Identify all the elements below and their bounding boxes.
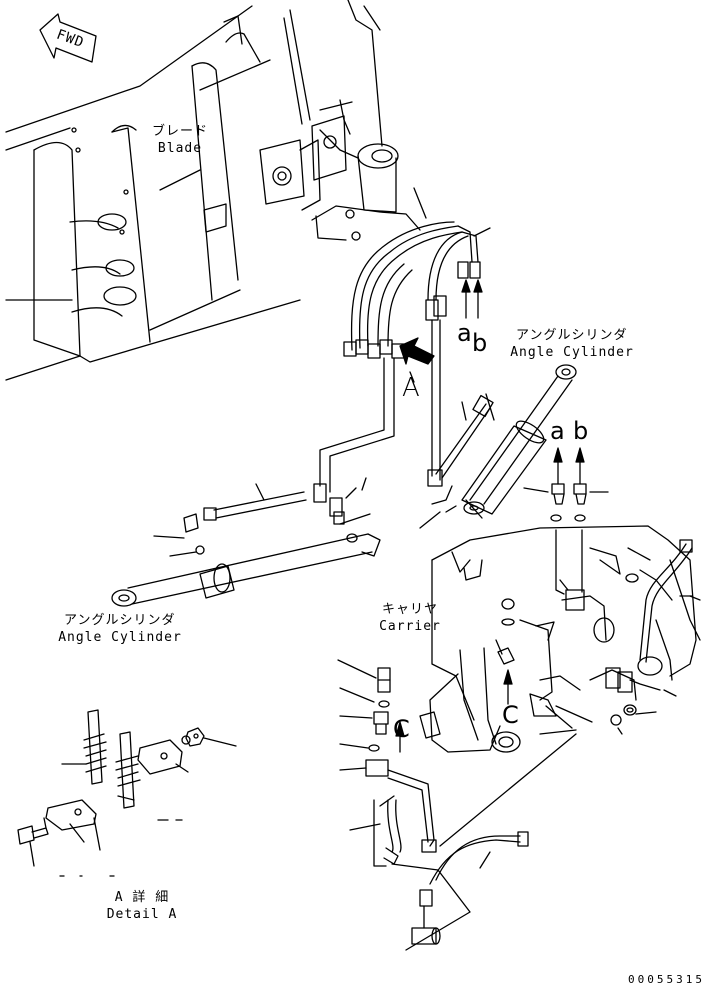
carrier-label-en: Carrier [379,619,441,634]
left-angle-cylinder [111,477,381,607]
conn-b-right-label: b [573,417,589,445]
detail-a-drawing [17,709,237,877]
view-a-arrow-icon [399,337,435,383]
conn-a-top-label: a [457,319,472,347]
detail-a-label-jp: A 詳 細 [114,890,170,905]
angle-cylinder-left-jp: アングルシリンダ [64,613,176,628]
conn-c-left-label: C [393,715,410,743]
angle-cylinder-right-jp: アングルシリンダ [516,328,628,343]
lower-fittings-stack [337,659,577,951]
connection-arrows-top [461,279,483,319]
angle-cylinder-left-en: Angle Cylinder [58,630,182,645]
blade-label-jp: ブレード [151,124,208,139]
carrier-drawing [419,525,701,753]
hose-bundle [313,187,491,525]
view-a-label: A [402,373,420,403]
right-angle-cylinder [419,364,577,529]
conn-a-right-label: a [550,417,565,445]
document-number: 00055315 [628,973,705,986]
conn-b-top-label: b [472,329,488,357]
detail-a-label-en: Detail A [106,907,178,922]
conn-c-right-label: C [502,701,519,729]
fwd-arrow-icon [39,13,97,63]
connection-arrows-right [523,447,609,595]
angle-cylinder-right-en: Angle Cylinder [510,345,634,360]
blade-label-en: Blade [157,141,203,156]
blade-drawing [5,0,421,381]
carrier-label-jp: キャリヤ [381,602,438,617]
